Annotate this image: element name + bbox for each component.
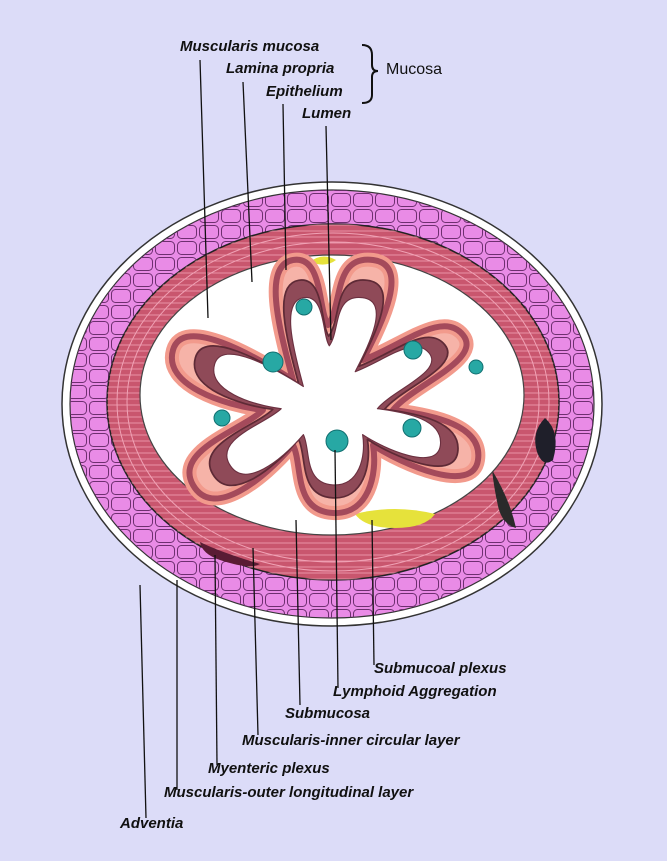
label-lumen: Lumen — [302, 105, 351, 123]
label-muscularis-mucosa: Muscularis mucosa — [180, 38, 319, 56]
label-mucosa: Mucosa — [386, 61, 442, 79]
label-epithelium: Epithelium — [266, 83, 343, 101]
label-lamina-propria: Lamina propria — [226, 60, 334, 78]
label-lymphoid-aggregation: Lymphoid Aggregation — [333, 683, 497, 701]
label-myenteric-plexus: Myenteric plexus — [208, 760, 330, 778]
label-submucosa: Submucosa — [285, 705, 370, 723]
label-inner-circular-layer: Muscularis-inner circular layer — [242, 732, 460, 750]
label-submucosal-plexus: Submucoal plexus — [374, 660, 507, 678]
label-outer-longitudinal-layer: Muscularis-outer longitudinal layer — [164, 784, 413, 802]
label-adventitia: Adventia — [120, 815, 183, 833]
